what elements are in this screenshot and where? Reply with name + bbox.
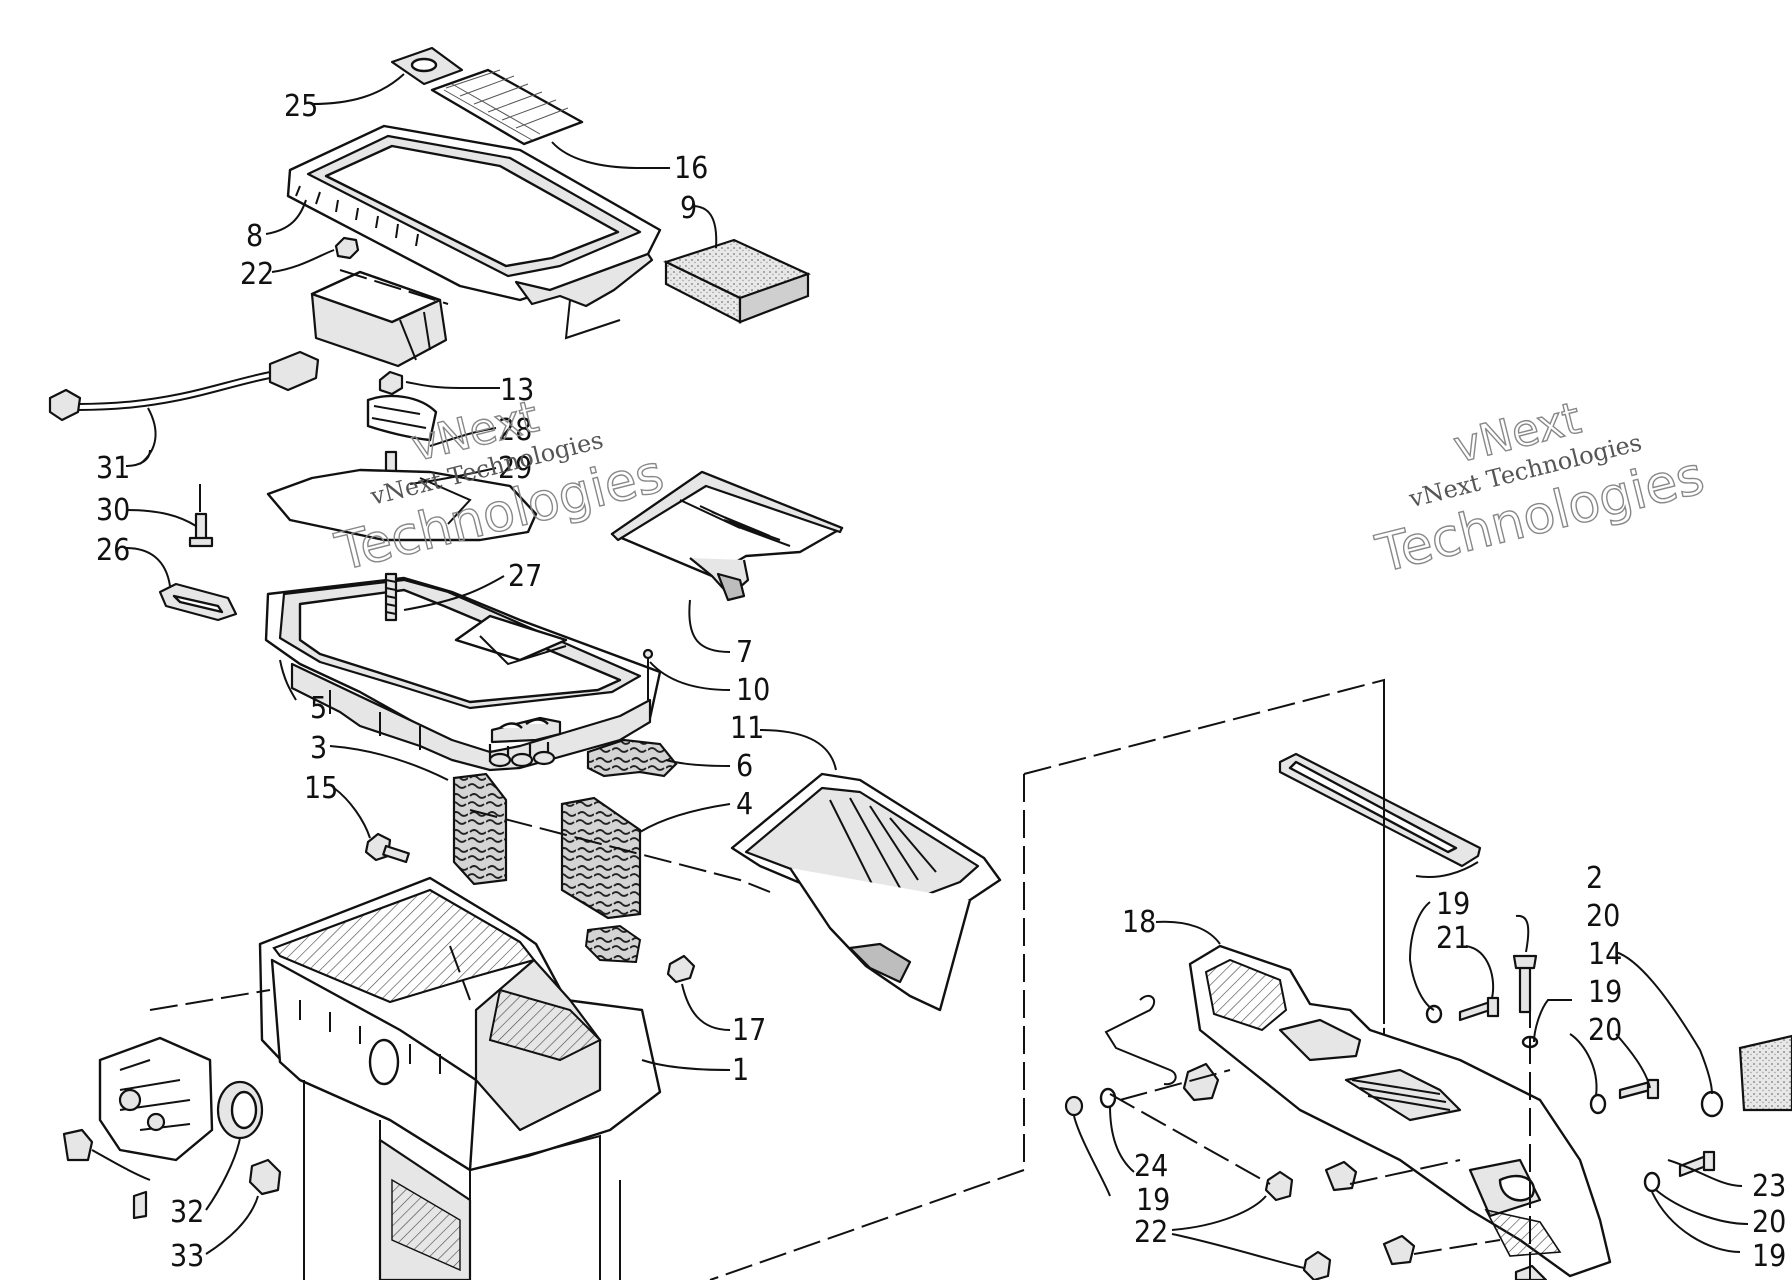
part-1-airbox bbox=[258, 876, 662, 1280]
part-18-duct bbox=[1188, 944, 1612, 1278]
callout-10: 10 bbox=[736, 673, 770, 708]
part-17-fitting bbox=[666, 954, 696, 984]
callout-32: 32 bbox=[170, 1195, 204, 1230]
callout-26: 26 bbox=[96, 533, 130, 568]
part-2-gasket bbox=[1278, 680, 1482, 1024]
callout-19c: 19 bbox=[1136, 1183, 1170, 1218]
callout-1: 1 bbox=[732, 1053, 749, 1088]
callout-2: 2 bbox=[1586, 861, 1603, 896]
part-8-lid bbox=[286, 124, 662, 340]
part-16-grille bbox=[430, 68, 584, 146]
callout-20b: 20 bbox=[1588, 1013, 1622, 1048]
part-5-tray bbox=[264, 576, 662, 772]
callout-9: 9 bbox=[680, 191, 697, 226]
part-32-seal bbox=[216, 1080, 264, 1140]
watermark-right: vNext vNext Technologies Technologies bbox=[1370, 392, 1711, 586]
callout-3: 3 bbox=[310, 731, 327, 766]
part-27-screw bbox=[384, 572, 398, 622]
part-14-pad bbox=[1738, 1034, 1792, 1112]
callout-13: 13 bbox=[500, 373, 534, 408]
callout-18: 18 bbox=[1122, 905, 1156, 940]
callout-19b: 19 bbox=[1588, 975, 1622, 1010]
callout-4: 4 bbox=[736, 787, 753, 822]
callout-7: 7 bbox=[736, 635, 753, 670]
part-7-air-guide bbox=[610, 470, 844, 602]
part-9-filter bbox=[663, 238, 811, 324]
callout-16: 16 bbox=[674, 151, 708, 186]
actuator-assembly bbox=[62, 989, 271, 1220]
part-4-foam bbox=[560, 796, 642, 964]
part-6-foam bbox=[586, 738, 678, 778]
callout-19a: 19 bbox=[1436, 887, 1470, 922]
right-hardware bbox=[1064, 954, 1724, 1280]
callout-20c: 20 bbox=[1752, 1205, 1786, 1240]
callout-20a: 20 bbox=[1586, 899, 1620, 934]
callout-28: 28 bbox=[498, 413, 532, 448]
callout-17: 17 bbox=[732, 1013, 766, 1048]
part-24-bracket bbox=[1104, 994, 1220, 1102]
callout-22b: 22 bbox=[1134, 1215, 1168, 1250]
leader-lines bbox=[125, 73, 1749, 1269]
mounting-plate bbox=[266, 468, 538, 542]
callout-25: 25 bbox=[284, 89, 318, 124]
callout-8: 8 bbox=[246, 219, 263, 254]
part-25-plate bbox=[390, 46, 464, 86]
part-11-intake bbox=[469, 772, 1002, 1012]
part-26-grommet bbox=[158, 582, 238, 622]
callout-21: 21 bbox=[1436, 921, 1470, 956]
part-31-wire-harness bbox=[48, 350, 320, 465]
callout-29: 29 bbox=[498, 451, 532, 486]
callout-22: 22 bbox=[240, 257, 274, 292]
part-13-nut bbox=[366, 370, 438, 442]
part-30-screw bbox=[188, 484, 214, 548]
callout-11: 11 bbox=[730, 711, 764, 746]
callout-23: 23 bbox=[1752, 1169, 1786, 1204]
callout-5: 5 bbox=[310, 691, 327, 726]
part-22-nut-upper bbox=[334, 236, 360, 260]
control-module bbox=[310, 269, 449, 368]
callout-14: 14 bbox=[1588, 937, 1622, 972]
callout-24: 24 bbox=[1134, 1149, 1168, 1184]
part-10-screw bbox=[642, 648, 654, 700]
part-33-clip bbox=[248, 1158, 282, 1196]
callout-30: 30 bbox=[96, 493, 130, 528]
callout-numbers: 25 16 9 8 22 13 28 29 31 30 26 27 7 10 1… bbox=[96, 89, 1786, 1274]
callout-33: 33 bbox=[170, 1239, 204, 1274]
callout-19d: 19 bbox=[1752, 1239, 1786, 1274]
callout-6: 6 bbox=[736, 749, 753, 784]
part-3-foam bbox=[452, 772, 508, 886]
part-15-bolt bbox=[364, 832, 410, 864]
callout-15: 15 bbox=[304, 771, 338, 806]
callout-31: 31 bbox=[96, 451, 130, 486]
callout-27: 27 bbox=[508, 559, 542, 594]
